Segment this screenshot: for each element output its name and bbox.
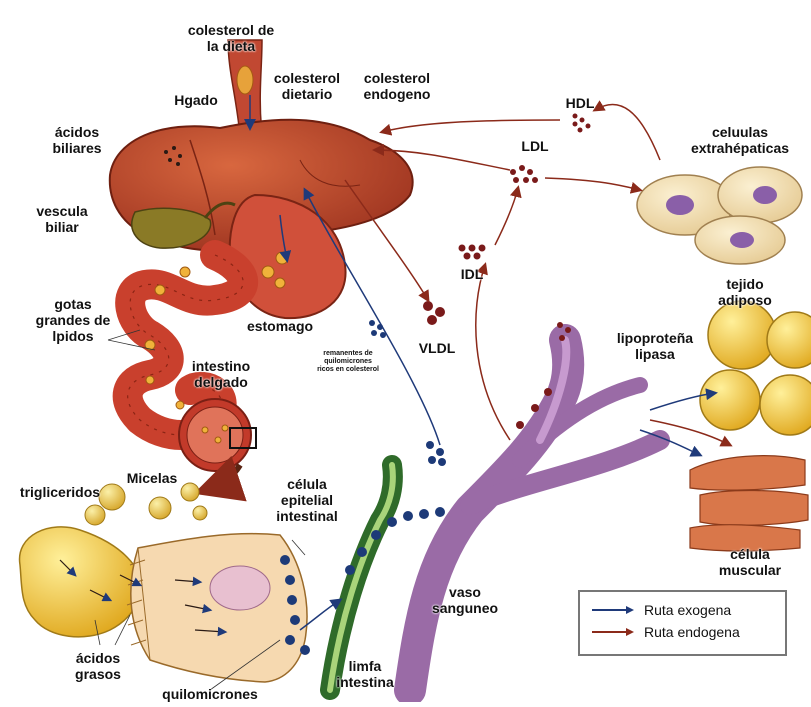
label-micelas: Micelas xyxy=(112,470,192,486)
fat-globule xyxy=(20,527,141,637)
label-intestino-delgado: intestino delgado xyxy=(176,358,266,390)
label-estomago: estomago xyxy=(240,318,320,334)
label-higado: Hgado xyxy=(166,92,226,108)
label-colesterol-dietario: colesterol dietario xyxy=(262,70,352,102)
label-colesterol-endogeno: colesterol endogeno xyxy=(352,70,442,102)
legend-endogenous-label: Ruta endogena xyxy=(644,624,740,640)
label-celula-muscular: célula muscular xyxy=(710,546,790,578)
legend-endogenous: Ruta endogena xyxy=(592,624,782,642)
adipose-tissue xyxy=(700,301,811,435)
label-celula-epitelial: célula epitelial intestinal xyxy=(262,476,352,524)
label-acidos-grasos: ácidos grasos xyxy=(58,650,138,682)
legend-exogenous: Ruta exogena xyxy=(592,602,782,620)
label-vldl: VLDL xyxy=(412,340,462,356)
route-legend: Ruta exogena Ruta endogena xyxy=(578,590,787,656)
endogenous-arrow-icon xyxy=(592,627,636,637)
label-colesterol-dieta: colesterol de la dieta xyxy=(176,22,286,54)
epithelial-cell xyxy=(127,534,307,682)
endogenous-arrows xyxy=(345,104,730,445)
label-acidos-biliares: ácidos biliares xyxy=(42,124,112,156)
label-trigliceridos: trigliceridos xyxy=(10,484,110,500)
extrahepatic-cells xyxy=(637,167,802,264)
exogenous-arrow-icon xyxy=(592,605,636,615)
label-lipoproteina-lipasa: lipoproteña lipasa xyxy=(610,330,700,362)
legend-exogenous-label: Ruta exogena xyxy=(644,602,731,618)
label-celulas-extrahepaticas: celuulas extrahépaticas xyxy=(680,124,800,156)
esophagus xyxy=(228,40,262,135)
label-tejido-adiposo: tejido adiposo xyxy=(705,276,785,308)
label-limfa-intestina: limfa intestina xyxy=(330,658,400,690)
label-vaso-sanguineo: vaso sanguneo xyxy=(430,584,500,616)
muscle-cells xyxy=(690,456,808,551)
label-idl: IDL xyxy=(452,266,492,282)
label-vesicula-biliar: vescula biliar xyxy=(22,203,102,235)
label-quilomicrones: quilomicrones xyxy=(150,686,270,702)
label-remanentes: remanentes de quilomicrones ricos en col… xyxy=(298,350,398,374)
label-ldl: LDL xyxy=(515,138,555,154)
label-hdl: HDL xyxy=(560,95,600,111)
label-gotas-lipidos: gotas grandes de lpidos xyxy=(28,296,118,344)
